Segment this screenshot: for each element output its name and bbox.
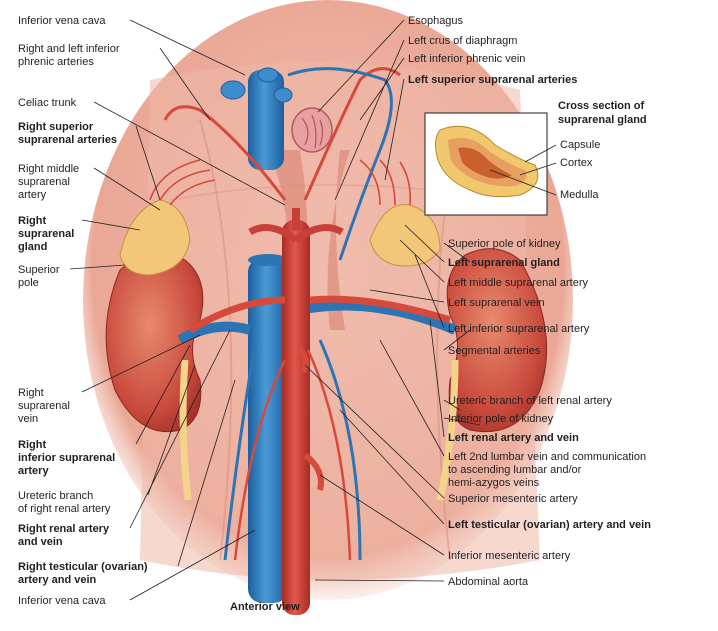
right-renal-vein xyxy=(177,321,252,345)
view-label: Anterior view xyxy=(230,601,300,613)
left-label-0: Inferior vena cava xyxy=(18,15,106,27)
left-leader-12 xyxy=(129,529,256,601)
left-label-2: Celiac trunk xyxy=(18,97,77,109)
right-label-4: Superior pole of kidney xyxy=(448,238,561,250)
left-leader-6 xyxy=(69,264,126,270)
left-leader-4 xyxy=(93,167,161,211)
inferior-vena-cava xyxy=(220,67,293,603)
right-kidney xyxy=(105,253,204,433)
right-leader-14 xyxy=(304,364,445,499)
cross-section-inset xyxy=(424,112,548,216)
right-leader-11 xyxy=(443,417,481,426)
right-renal-artery xyxy=(188,296,286,334)
left-leader-2 xyxy=(93,101,286,206)
inset-title-line1: Cross section of xyxy=(558,100,645,112)
inset-label-medulla: Medulla xyxy=(560,189,599,201)
left-leader-9 xyxy=(147,364,196,496)
right-label-14: Superior mesenteric artery xyxy=(448,493,578,505)
right-label-8: Left inferior suprarenal artery xyxy=(448,323,590,335)
right-label-0: Esophagus xyxy=(408,15,464,27)
right-leader-4 xyxy=(443,242,471,263)
right-label-17: Abdominal aorta xyxy=(448,576,529,588)
right-label-12: Left renal artery and vein xyxy=(448,432,579,444)
right-leader-16 xyxy=(319,474,445,556)
right-leader-2 xyxy=(359,57,405,121)
right-label-10: Ureteric branch of left renal artery xyxy=(448,395,612,407)
left-renal-vein xyxy=(286,300,457,335)
left-label-11: Right testicular (ovarian)artery and vei… xyxy=(18,561,148,586)
left-leader-1 xyxy=(159,47,211,121)
right-leader-7 xyxy=(369,289,445,303)
left-leader-10 xyxy=(129,329,231,529)
right-leader-10 xyxy=(443,399,461,411)
right-label-9: Segmental arteries xyxy=(448,345,541,357)
right-label-1: Left crus of diaphragm xyxy=(408,35,517,47)
right-label-6: Left middle suprarenal artery xyxy=(448,277,589,289)
right-leader-12 xyxy=(429,319,445,438)
left-suprarenal-gland xyxy=(369,203,441,267)
left-leader-7 xyxy=(81,334,201,393)
left-leader-5 xyxy=(81,219,141,231)
left-leader-3 xyxy=(135,125,161,201)
right-leader-0 xyxy=(317,19,405,113)
leader-lines xyxy=(69,19,481,601)
left-renal-artery xyxy=(309,295,452,324)
esophagus xyxy=(291,107,333,153)
abdominal-aorta xyxy=(248,208,344,615)
inset-label-cortex: Cortex xyxy=(560,157,593,169)
right-leader-15 xyxy=(339,409,445,525)
right-leader-13 xyxy=(379,339,445,457)
right-leader-6 xyxy=(399,239,445,283)
inferior-mesenteric-artery xyxy=(303,452,324,491)
right-leader-17 xyxy=(314,579,445,582)
right-label-11: Inferior pole of kidney xyxy=(448,413,554,425)
right-label-15: Left testicular (ovarian) artery and vei… xyxy=(448,519,651,531)
right-leader-9 xyxy=(443,329,471,351)
right-leader-1 xyxy=(334,39,405,201)
right-ureter xyxy=(179,359,192,501)
right-label-2: Left inferior phrenic vein xyxy=(408,53,525,65)
left-leader-11 xyxy=(177,379,236,567)
right-label-16: Inferior mesenteric artery xyxy=(448,550,571,562)
right-leader-5 xyxy=(404,224,445,263)
inset-title-line2: suprarenal gland xyxy=(558,114,647,126)
right-leader-3 xyxy=(384,78,405,181)
left-leader-8 xyxy=(135,344,191,445)
left-ureter xyxy=(436,359,459,501)
right-label-3: Left superior suprarenal arteries xyxy=(408,74,577,86)
right-label-7: Left suprarenal vein xyxy=(448,297,545,309)
superior-mesenteric-artery xyxy=(297,347,309,374)
right-leader-8 xyxy=(414,254,445,329)
left-label-12: Inferior vena cava xyxy=(18,595,106,607)
left-leader-0 xyxy=(129,19,246,76)
right-label-5: Left suprarenal gland xyxy=(448,257,560,269)
inset-label-capsule: Capsule xyxy=(560,139,600,151)
right-suprarenal-gland xyxy=(119,199,191,276)
